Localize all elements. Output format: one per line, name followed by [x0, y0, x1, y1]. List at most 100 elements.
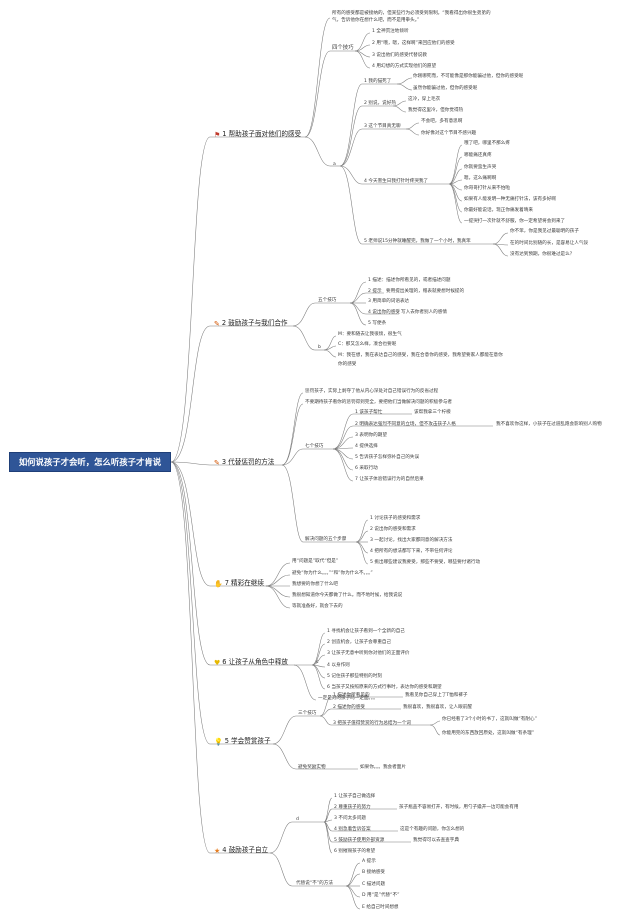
b1-scene-5-r1: 你不笨，你是我见过最聪明的孩子 — [510, 229, 579, 234]
b1-intro-line1: 所有的感受都是被接纳的，但某些行为必须受到限制。“我看得出你很生弟弟的 — [332, 11, 491, 16]
b1-scene-1b: 虽然你能骗过他，但你的感受呢 — [413, 86, 478, 91]
b1-scene-4: 4 今天害生日我打针时疼哭我了 — [364, 179, 429, 184]
b3-step-1: 1 讨论孩子的感受和需求 — [370, 516, 421, 521]
red-flag-icon: ⚑ — [214, 131, 221, 139]
b1-scene-4-r4: 嗯，这么痛啊啊 — [464, 176, 497, 181]
b2-skill-4-tip: 写入去你者别人的感情 — [401, 310, 447, 315]
b3-skill-6: 6 采取行动 — [355, 466, 378, 471]
b4-item-4-note: 这是个有趣的问题，你怎么想的 — [400, 827, 465, 832]
b2-quote-m2-cont: 你的感受 — [338, 362, 357, 367]
b5-skill-1: 1 描述你所看见的 — [333, 693, 370, 698]
b4-alt-c: C 描述问题 — [362, 882, 386, 887]
heart-icon: ♥ — [214, 659, 221, 667]
branch-6-label: 6 让孩子从角色中释放 — [222, 658, 288, 666]
b3-step-2: 2 说出你的感受和需求 — [370, 527, 416, 532]
branch-1[interactable]: ⚑1 帮助孩子面对他们的感受 — [214, 131, 301, 139]
b1-scene-3b: 你好像对这个节目不感兴趣 — [421, 131, 477, 136]
b5-three-skills: 三个技巧 — [298, 711, 317, 716]
b5-skill-3: 3 把孩子值得赞赏的行为总结为一个词 — [333, 721, 411, 726]
b1-scene-2: 2 别说，说好热 — [364, 101, 396, 106]
b5-skill-2: 2 描述你的感受 — [333, 705, 365, 710]
b6-c-mark: c — [316, 660, 319, 665]
b1-skill-2: 2 用“哦，嗯，这样啊”来回应他们的感受 — [372, 41, 455, 46]
b4-item-5: 5 鼓励孩子使用外部资源 — [334, 838, 385, 843]
b6-item-5: 5 记住孩子那些特别的时刻 — [327, 674, 382, 679]
b6-item-1: 1 寻找机会让孩子看到一个全新的自己 — [327, 629, 405, 634]
b6-item-3: 3 让孩子无意中听到你对他们的正面评价 — [327, 651, 410, 656]
b4-item-2: 2 尊重孩子的努力 — [334, 805, 371, 810]
b5-avoid-note: 如果你。。。我会者面片 — [360, 765, 406, 770]
b1-scene-5-r3: 没有达到预期，你很难过是么？ — [510, 252, 575, 257]
b3-intro-1: 惩罚孩子，实际上剥夺了他从内心深处对自己错误行为的反省过程 — [305, 389, 439, 394]
b1-skill-4: 4 用幻想的方式实现他们的愿望 — [372, 64, 437, 69]
b1-skill-1: 1 全神贯注地倾听 — [372, 29, 409, 34]
b1-scene-1: 1 我的猫死了 — [364, 79, 392, 84]
b1-scene-4-r7: 你最好能说话，现正你痛发着晴来 — [464, 208, 533, 213]
b1-scene-4-r8: 一提哭打一次针就不舒服，你一定希望将会到来了 — [464, 219, 566, 224]
b4-item-1: 1 让孩子自己做选择 — [334, 794, 376, 799]
branch-6[interactable]: ♥6 让孩子从角色中释放 — [214, 659, 288, 667]
b1-scene-4-r3: 你就要蛮生声哭 — [464, 165, 497, 170]
b5-skill-1-example: 我看见你自己穿上了T恤和裤子 — [405, 693, 468, 698]
b7-item-3: 我想要的你想了什么吧 — [292, 582, 338, 587]
branch-4[interactable]: ★4 鼓励孩子自立 — [214, 847, 268, 855]
b1-scene-4-r6: 如果有人能发明一种无痛打针法，该有多好啊 — [464, 197, 556, 202]
b4-item-6: 6 别摧毁孩子的希望 — [334, 849, 376, 854]
b2-quote-m1: M：要和随去让我很烦，很生气 — [338, 332, 402, 337]
b3-skill-1-note: 该帮我拿三个柠檬 — [414, 410, 451, 415]
branch-3[interactable]: ✎3 代替惩罚的方法 — [214, 459, 274, 467]
b4-alt-d: D 用“是”代替“不” — [362, 893, 400, 898]
b1-scene-2b: 我觉得这里冷，但你觉得热 — [408, 108, 464, 113]
b3-step-3: 3 一起讨论，找出大家都同意的解决方法 — [370, 538, 453, 543]
b3-step-5: 5 挑出哪些建议我要受，那些不要受，哪些要付诸行动 — [370, 560, 481, 565]
b1-scene-2a: 这冷，穿上毛衣 — [408, 97, 441, 102]
b6-end: 一定是对的孩子吗一定面。。。 — [318, 696, 378, 701]
b4-item-4: 4 别急着告诉答案 — [334, 827, 371, 832]
branch-7[interactable]: ✋7 精彩在继续 — [214, 580, 264, 588]
b3-skill-2: 2 明确表达强烈不同意的立场，但不攻击孩子人格 — [355, 422, 456, 427]
b2-b-mark: b — [318, 345, 321, 350]
b2-quote-c: C：那又怎么样，凑合也要呢 — [338, 342, 397, 347]
b1-four-skills: 四个技巧 — [332, 45, 354, 51]
b6-item-2: 2 创造机会，让孩子会尊重自己 — [327, 640, 392, 645]
b2-skill-5: 5 写便条 — [368, 321, 387, 326]
star-icon: ★ — [214, 847, 221, 855]
b3-skill-3: 3 表明你的期望 — [355, 433, 387, 438]
b4-alt-a: A 提示 — [362, 859, 376, 864]
branch-2[interactable]: ✎2 鼓励孩子与我们合作 — [214, 320, 288, 328]
pencil-icon: ✎ — [214, 459, 220, 467]
b2-skill-3: 3 用简单的词语表达 — [368, 299, 410, 304]
b2-skill-1: 1 描述：描述你所看见的，或者描述问题 — [368, 278, 451, 283]
lightbulb-icon: 💡 — [214, 738, 223, 746]
b6-item-4: 4 以身作则 — [327, 663, 350, 668]
b3-skill-1: 1 该孩子帮忙 — [355, 410, 383, 415]
b2-skill-2-tip: 要用提出关理的，赠表就要想时候提的 — [386, 289, 465, 294]
b7-item-2: 避免“你为什么。。。”“和”你为什么不。。。” — [292, 571, 373, 576]
branch-5[interactable]: 💡5 学会赞赏孩子 — [214, 738, 271, 746]
b1-a-mark: a — [333, 162, 336, 167]
b4-item-2-note: 孩子瓶盖不容易打开，有时候，用勺子撬开一边可能会有用 — [399, 805, 519, 810]
b6-item-6: 6 当孩子又按照原来的方式行事时，表达你的感受和期望 — [327, 685, 442, 690]
b1-scene-5-r2: 在的时间比别随的长，是容易让人气馁 — [510, 241, 589, 246]
b3-skill-7: 7 让孩子体验错误行为的自然后果 — [355, 477, 424, 482]
branch-4-label: 4 鼓励孩子自立 — [222, 846, 269, 854]
b1-intro-line2: 气，告诉他你在想什么吧，而不是用拳头。” — [332, 18, 420, 23]
b4-alternatives: 代替说“不”的方法 — [296, 881, 333, 886]
b1-scene-3: 3 这个节目真无聊 — [364, 124, 401, 129]
b5-skill-2-example: 我很喜欢，我很喜欢，让人眼前醒 — [403, 705, 472, 710]
root-topic[interactable]: 如何说孩子才会听，怎么听孩子才肯说 — [9, 452, 171, 472]
b3-solve-steps: 解决问题的五个步骤 — [305, 537, 347, 542]
branch-3-label: 3 代替惩罚的方法 — [221, 458, 275, 466]
branch-2-label: 2 鼓励孩子与我们合作 — [221, 319, 288, 327]
b4-alt-e: E 给自己时间想想 — [362, 905, 399, 910]
b3-skill-2-note: 我不喜欢你这样，小孩子在过道乱跑会影响别人购物 — [496, 422, 602, 427]
b1-skill-3: 3 说出他们的感受代替说教 — [372, 53, 427, 58]
b1-scene-4-r2: 哪能痛还真疼 — [464, 153, 492, 158]
branch-7-label: 7 精彩在继续 — [224, 579, 264, 587]
b3-step-4: 4 把所有的想法都写下来，不带任何评论 — [370, 549, 453, 554]
b3-skill-5: 5 告诉孩子怎样弥补自己的失误 — [355, 455, 420, 460]
b1-scene-5: 5 老师说15分钟就睡醒完，我做了一个小时，我真笨 — [364, 239, 471, 244]
b1-scene-3a: 不会吧，多有意思啊 — [421, 119, 463, 124]
b3-seven-skills: 七个技巧 — [305, 444, 324, 449]
